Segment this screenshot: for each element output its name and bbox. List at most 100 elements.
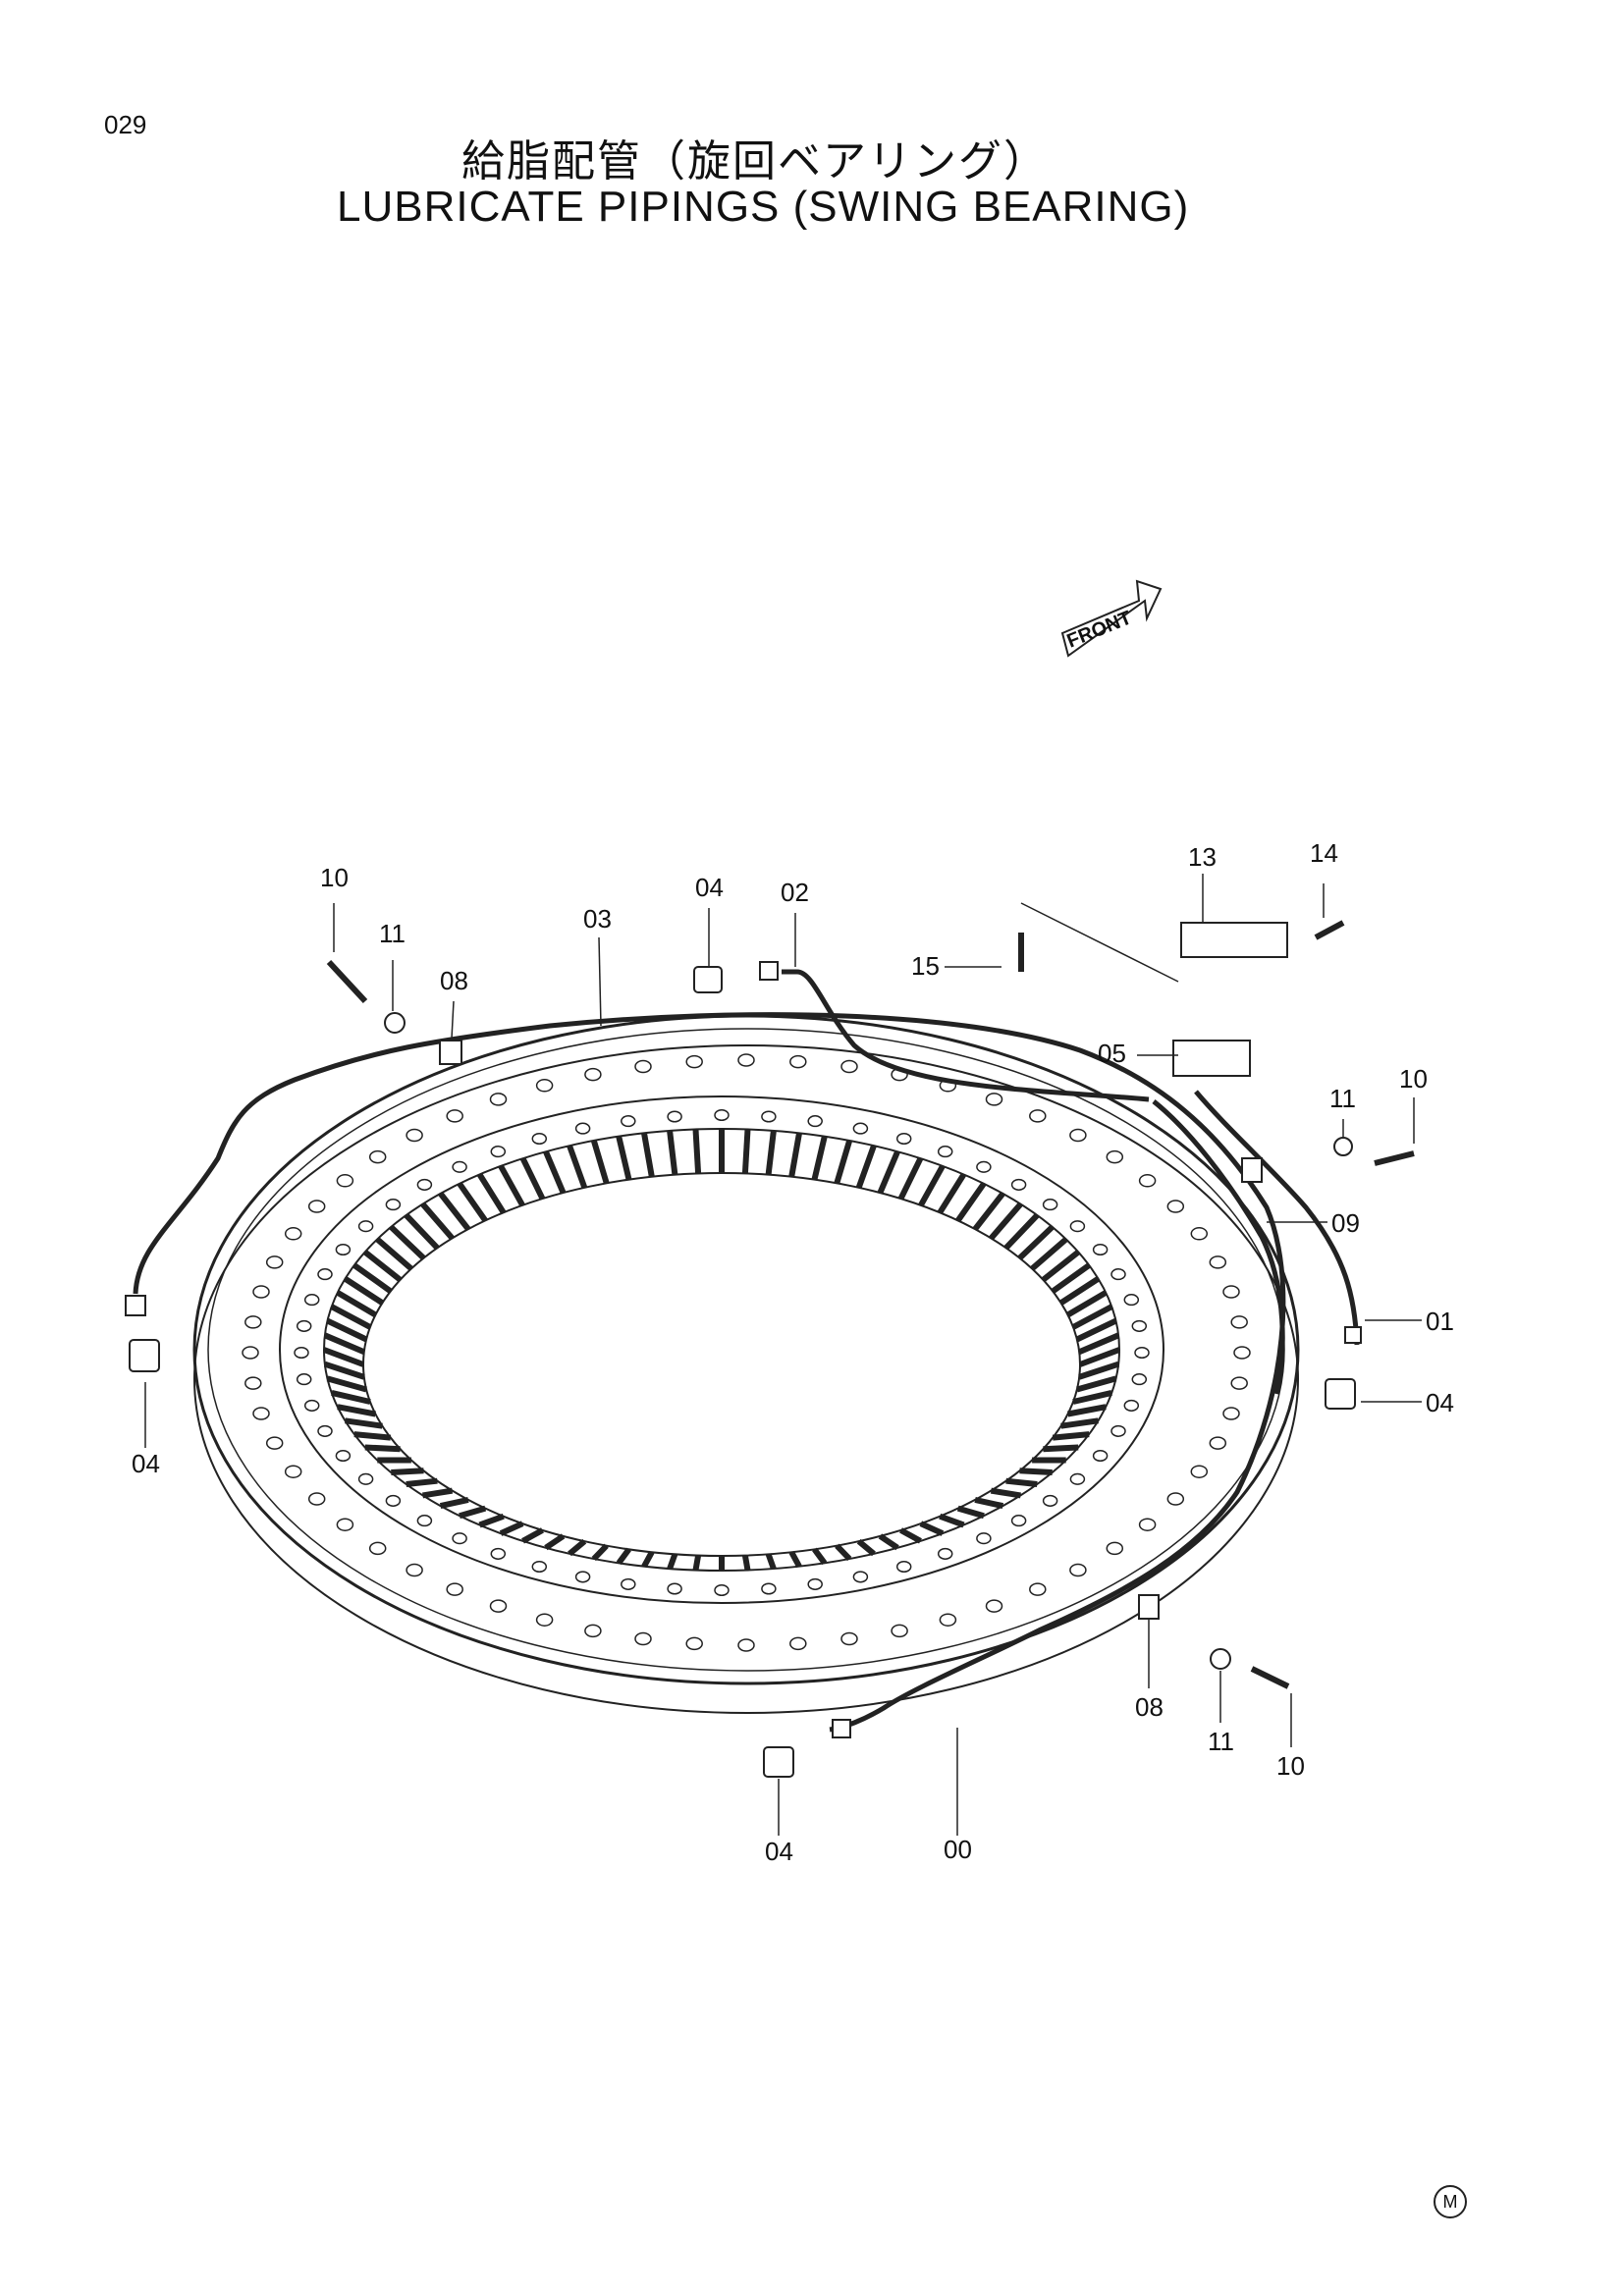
gear-tooth — [878, 1533, 899, 1551]
bolt-hole — [761, 1582, 777, 1595]
bolt-hole — [1123, 1294, 1140, 1307]
pipe-nut-icon — [759, 961, 779, 981]
bolt-hole — [1138, 1518, 1157, 1531]
gear-tooth — [364, 1444, 401, 1453]
gear-tooth — [1078, 1347, 1121, 1367]
gear-tooth — [1072, 1389, 1112, 1405]
bolt-hole — [737, 1638, 755, 1652]
gear-tooth — [1066, 1290, 1108, 1318]
bolt-hole — [1092, 1243, 1109, 1256]
bolt-hole — [307, 1200, 326, 1213]
inner-bolt-holes — [294, 1108, 1150, 1597]
bolt-hole — [1069, 1128, 1087, 1143]
gear-tooth — [918, 1164, 946, 1207]
elbow-fitting-icon — [693, 966, 723, 993]
bolt-hole — [416, 1178, 433, 1191]
bolt-hole — [1209, 1255, 1227, 1269]
bolt-hole — [307, 1492, 326, 1506]
washer-icon — [1210, 1648, 1231, 1670]
gear-tooth — [336, 1290, 377, 1318]
gear-tooth — [362, 1250, 403, 1283]
bolt-hole — [584, 1067, 602, 1082]
gear-tooth — [1078, 1332, 1120, 1355]
bolt-hole — [490, 1146, 507, 1158]
gear-tooth — [955, 1182, 987, 1223]
bolt-hole — [335, 1449, 352, 1463]
gear-tooth — [1041, 1250, 1081, 1283]
gear-tooth — [337, 1404, 376, 1417]
callout-label: 01 — [1426, 1307, 1454, 1336]
bolt-hole — [1110, 1424, 1126, 1437]
gear-tooth — [692, 1555, 702, 1572]
gear-tooth — [667, 1553, 678, 1571]
gear-tooth — [1076, 1375, 1117, 1393]
gear-tooth — [457, 1182, 488, 1223]
gear-tooth — [1052, 1431, 1090, 1441]
bolt-hole — [446, 1109, 463, 1123]
bolt-hole — [1106, 1541, 1124, 1556]
bolt-hole — [416, 1515, 433, 1527]
bolt-hole — [357, 1472, 374, 1485]
bolt-hole — [976, 1532, 992, 1545]
gear-tooth — [765, 1553, 777, 1571]
gear-tooth — [323, 1332, 365, 1355]
bolt-hole — [284, 1465, 302, 1478]
gear-tooth — [811, 1136, 828, 1181]
bolt-hole — [1123, 1399, 1140, 1412]
pipe-nut-icon — [832, 1719, 851, 1738]
gear-tooth — [391, 1468, 424, 1475]
bolt-hole — [667, 1582, 682, 1595]
gear-tooth — [438, 1192, 471, 1231]
bolt-hole — [985, 1093, 1003, 1106]
bolt-hole — [937, 1547, 953, 1560]
gear-tooth — [1005, 1477, 1038, 1487]
elbow-fitting-icon — [763, 1746, 794, 1778]
callout-label: 14 — [1310, 838, 1338, 868]
gear-tooth — [919, 1521, 945, 1536]
bolt-hole — [621, 1115, 636, 1128]
gear-tooth — [741, 1555, 751, 1572]
gear-tooth — [439, 1496, 469, 1510]
gear-tooth — [343, 1276, 385, 1306]
bolt-hole — [490, 1547, 507, 1560]
outer-bolt-holes — [242, 1053, 1251, 1652]
callout-label: 10 — [1276, 1751, 1305, 1781]
gear-tooth — [389, 1224, 426, 1260]
bolt-hole — [294, 1346, 309, 1360]
gear-tooth — [521, 1527, 544, 1544]
gear-tooth — [404, 1212, 440, 1251]
pipe-clamp-icon — [439, 1040, 462, 1065]
gear-tooth — [855, 1145, 877, 1189]
bolt-hole — [891, 1624, 908, 1638]
elbow-fitting-icon — [129, 1339, 160, 1372]
bolt-hole — [574, 1571, 591, 1583]
gear-tooth — [353, 1431, 392, 1441]
bolt-hole — [1131, 1319, 1148, 1332]
bolt-hole — [252, 1407, 270, 1420]
gear-tooth — [1051, 1262, 1091, 1294]
gear-tooth — [375, 1237, 413, 1271]
gear-tooth — [331, 1389, 371, 1405]
gear-tooth — [1030, 1237, 1068, 1271]
bolt-hole — [452, 1160, 467, 1173]
bolt-hole — [446, 1582, 463, 1596]
gear-tooth — [939, 1513, 965, 1528]
gear-tooth — [1019, 1468, 1053, 1475]
bolt-hole — [1166, 1492, 1185, 1506]
bolt-hole — [335, 1243, 352, 1256]
callout-label: 11 — [1208, 1727, 1234, 1756]
bolt-hole — [535, 1613, 554, 1627]
gear-tooth — [956, 1505, 985, 1520]
bolt-hole — [1222, 1285, 1240, 1299]
bolt-hole — [406, 1128, 423, 1143]
gear-tooth — [1017, 1224, 1055, 1260]
washer-icon — [1333, 1137, 1353, 1156]
bolt-hole — [714, 1108, 730, 1122]
gear-tooth — [459, 1505, 487, 1520]
bolt-hole — [1190, 1465, 1209, 1478]
lubricate-pipes — [133, 969, 1360, 1733]
callout-label: 08 — [440, 966, 468, 995]
gear-tooth — [897, 1156, 924, 1201]
gear-tooth — [1078, 1361, 1120, 1380]
